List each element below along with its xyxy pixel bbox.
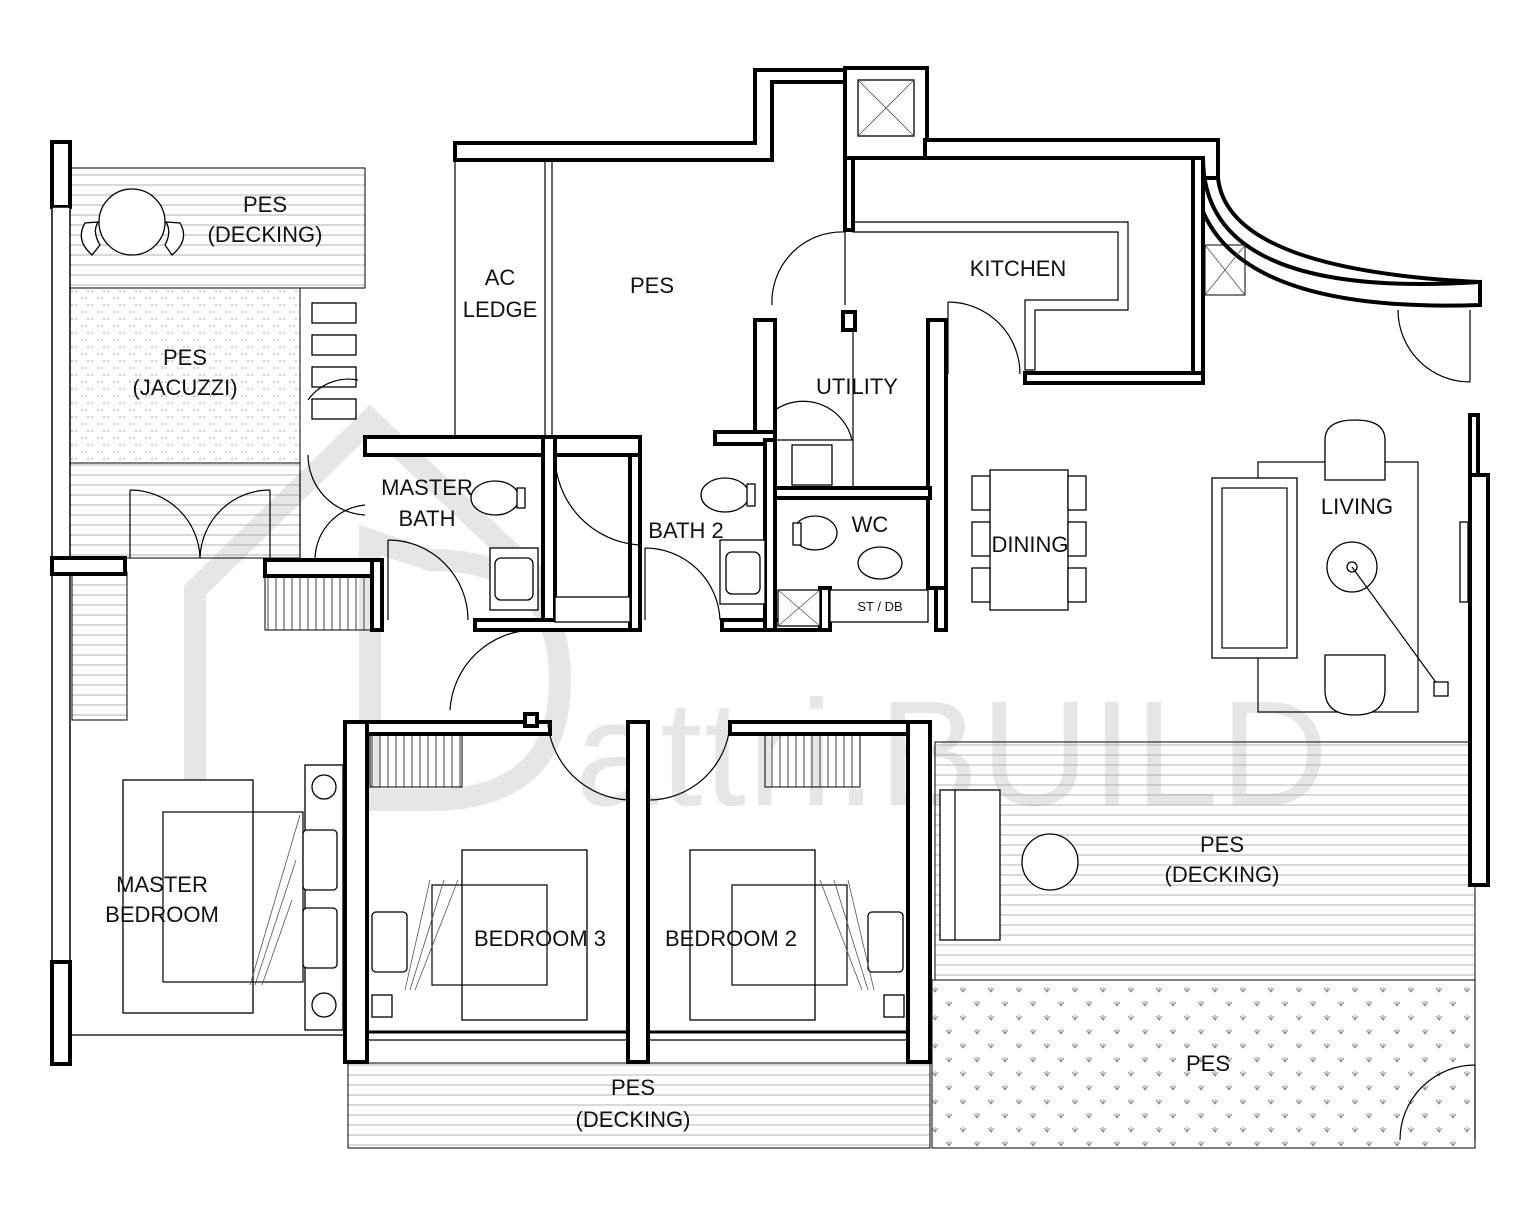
doors [129,231,1476,1141]
pes-decking-bottom-sublabel: (DECKING) [576,1107,691,1132]
step [311,398,357,420]
pes-decking-top-sublabel: (DECKING) [208,222,323,247]
jacuzzi-deck-area [69,462,301,559]
pes-jacuzzi-sublabel: (JACUZZI) [132,375,237,400]
master-bedroom-sublabel: BEDROOM [105,902,219,927]
sofa-outdoor [939,789,1001,941]
pes-jacuzzi-label: PES [163,345,207,370]
step [311,366,357,388]
ac-ledge-label: AC [485,265,516,290]
bedroom3-bed [461,849,588,1021]
living-label: LIVING [1321,494,1393,519]
furniture [80,188,1469,1031]
ac-ledge-sublabel: LEDGE [463,297,538,322]
wc-label: WC [852,512,889,537]
round-table [98,188,166,256]
dining-label: DINING [992,532,1069,557]
deck-entry [264,575,376,631]
master-bedroom-label: MASTER [116,872,208,897]
master-bed [122,779,254,1014]
bedroom2-label: BEDROOM 2 [665,926,797,951]
pes-decking-bottom-area [347,1062,931,1149]
bath2-label: BATH 2 [648,518,723,543]
sofa [1211,477,1298,659]
deck-strip [71,571,128,721]
pes-decking-top-label: PES [243,192,287,217]
step [311,334,357,356]
utility-label: UTILITY [816,374,898,399]
dining-table [989,469,1069,611]
outdoor-areas [69,160,1476,1149]
bedroom3-label: BEDROOM 3 [474,926,606,951]
pes-top-label: PES [630,273,674,298]
walls [50,66,1490,1066]
master-bath-sublabel: BATH [398,506,455,531]
pes-decking-bottom-label: PES [611,1075,655,1100]
step [311,302,357,324]
st-db-label: ST / DB [857,599,902,614]
room-labels: PES (DECKING) PES (JACUZZI) AC LEDGE PES… [105,192,1393,1132]
kitchen-label: KITCHEN [970,256,1067,281]
pes-decking-right-sublabel: (DECKING) [1165,862,1280,887]
pes-decking-right-label: PES [1200,832,1244,857]
pes-garden-label: PES [1186,1051,1230,1076]
pes-decking-right-area [934,741,1476,981]
bedroom2-bed [689,849,816,1021]
pes-garden-area [931,979,1476,1149]
master-bath-label: MASTER [381,475,473,500]
